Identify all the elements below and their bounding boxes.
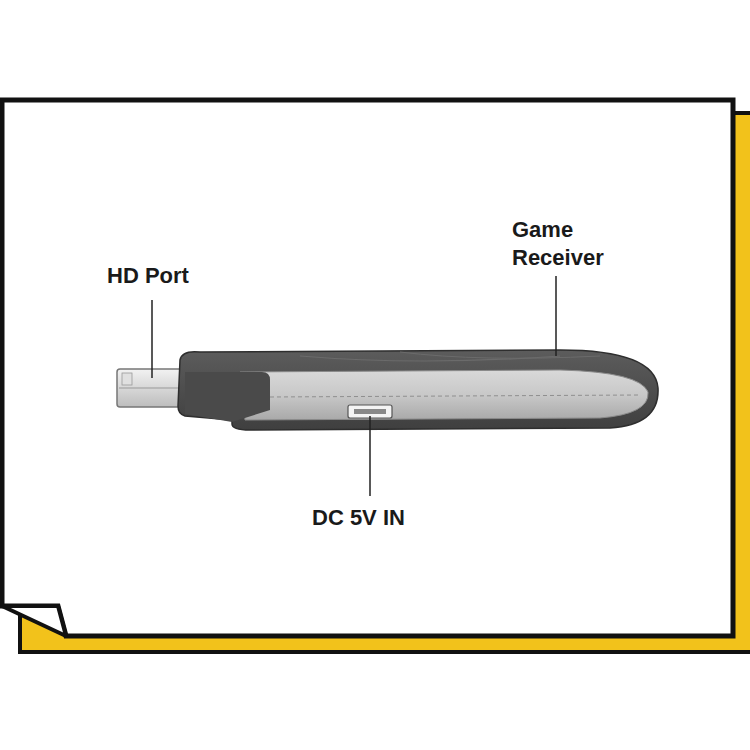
leader-line — [369, 416, 371, 496]
part-label: HD Port — [107, 262, 189, 290]
part-label: Game Receiver — [512, 216, 630, 272]
port-label: DC 5V IN — [312, 504, 405, 532]
leader-line — [151, 300, 153, 378]
card — [2, 100, 733, 636]
leader-line — [555, 276, 557, 356]
hd-plug — [117, 369, 183, 407]
receiver-body — [178, 350, 658, 430]
folded-corner — [2, 606, 66, 636]
